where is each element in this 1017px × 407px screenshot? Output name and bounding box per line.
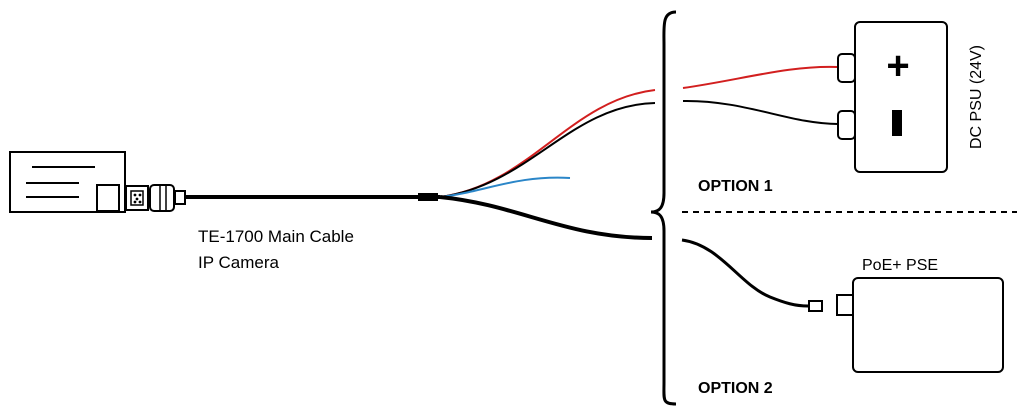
option2-label: OPTION 2 [698,380,773,397]
wire-ethernet-continued [681,238,809,308]
connector-body [149,184,175,212]
dc-psu-body [854,21,948,173]
option-bracket [650,10,677,406]
poe-pse-body [852,277,1004,373]
dc-psu-label: DC PSU (24V) [968,45,985,149]
minus-symbol [892,110,902,136]
connector-strain-relief [174,190,186,205]
dc-psu-negative-terminal [837,110,856,140]
rj45-plug [808,300,823,312]
wire-black-dc-continued [682,99,839,125]
wire-ethernet [439,195,653,240]
wire-black-dc [439,102,656,198]
dc-psu: + DC PSU (24V) [837,21,985,173]
poe-pse-label: PoE+ PSE [862,257,938,274]
connector-pin [133,200,137,204]
camera-connector-port [96,184,120,212]
option1-label: OPTION 1 [698,178,773,195]
wire-red-continued [682,65,839,89]
connector-pin [138,200,142,204]
wire-blue [439,176,571,198]
cable-breakout-sleeve [418,193,438,201]
poe-pse-port [836,294,854,316]
poe-pse: PoE+ PSE [836,257,1004,373]
connector-pin [133,193,137,197]
dc-psu-positive-terminal [837,53,856,83]
connector-pin [138,193,142,197]
connector-pin [135,197,139,201]
cable-subtitle-label: IP Camera [198,253,279,272]
cable-connector-plug [125,184,186,212]
wire-red [439,89,656,198]
cable-name-label: TE-1700 Main Cable [198,227,354,246]
plus-symbol: + [886,44,909,88]
ip-camera [9,151,126,213]
